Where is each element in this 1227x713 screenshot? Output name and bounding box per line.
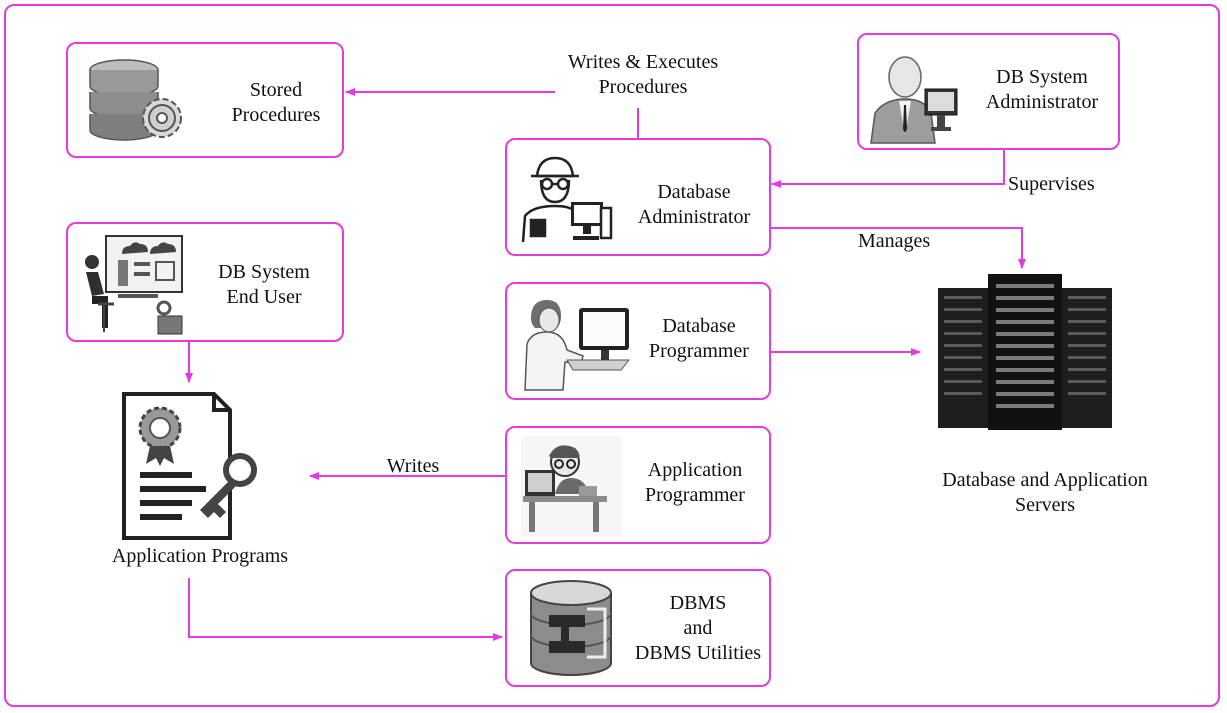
database-programmer-node: Database Programmer <box>505 282 771 400</box>
dbms-line1: DBMS <box>669 592 727 614</box>
edge-label-manages: Manages <box>858 230 931 252</box>
programmer-at-desk-icon <box>521 436 621 536</box>
application-programmer-line1: Application <box>647 459 743 481</box>
dbms-node: DBMS and DBMS Utilities <box>505 569 771 687</box>
dbms-cylinder-icon <box>530 580 612 676</box>
servers-label: Database and Application Servers <box>910 468 1180 518</box>
stored-procedures-line1: Stored <box>249 79 303 101</box>
db-system-administrator-node: DB System Administrator <box>857 33 1120 150</box>
server-racks-icon <box>938 274 1112 430</box>
writes-executes-line2: Procedures <box>598 76 688 98</box>
db-system-admin-line2: Administrator <box>985 91 1099 113</box>
application-programs-label: Application Programs <box>111 545 289 567</box>
database-admin-line1: Database <box>657 181 731 203</box>
stored-procedures-line2: Procedures <box>231 104 321 126</box>
database-gear-icon <box>89 59 182 141</box>
edge-label-writes: Writes <box>386 455 440 477</box>
end-user-line2: End User <box>226 286 302 308</box>
database-administrator-node: Database Administrator <box>505 138 771 256</box>
stored-procedures-node: Stored Procedures <box>66 42 344 158</box>
application-programmer-line2: Programmer <box>645 484 745 506</box>
administrator-computer-icon <box>870 56 958 144</box>
edge-label-supervises: Supervises <box>1008 173 1095 195</box>
certificate-key-icon <box>122 392 257 540</box>
end-user-workstation-icon <box>85 235 183 335</box>
db-system-end-user-node: DB System End User <box>66 222 344 342</box>
dbms-line2: and <box>683 617 713 639</box>
programmer-desk-icon <box>524 300 631 391</box>
dbms-line3: DBMS Utilities <box>634 642 762 664</box>
database-programmer-line1: Database <box>662 315 736 337</box>
application-programmer-node: Application Programmer <box>505 426 771 544</box>
database-programmer-line2: Programmer <box>649 340 749 362</box>
servers-line2: Servers <box>1015 494 1075 516</box>
database-admin-line2: Administrator <box>637 206 751 228</box>
end-user-line1: DB System <box>218 261 310 283</box>
edge-label-writes-executes: Writes & Executes Procedures <box>548 50 738 100</box>
diagram-frame <box>4 4 1220 707</box>
servers-line1: Database and Application <box>942 469 1148 491</box>
db-system-admin-line1: DB System <box>996 66 1088 88</box>
writes-executes-line1: Writes & Executes <box>567 51 719 73</box>
engineer-computer-icon <box>521 156 613 243</box>
gear-icon <box>142 98 182 138</box>
